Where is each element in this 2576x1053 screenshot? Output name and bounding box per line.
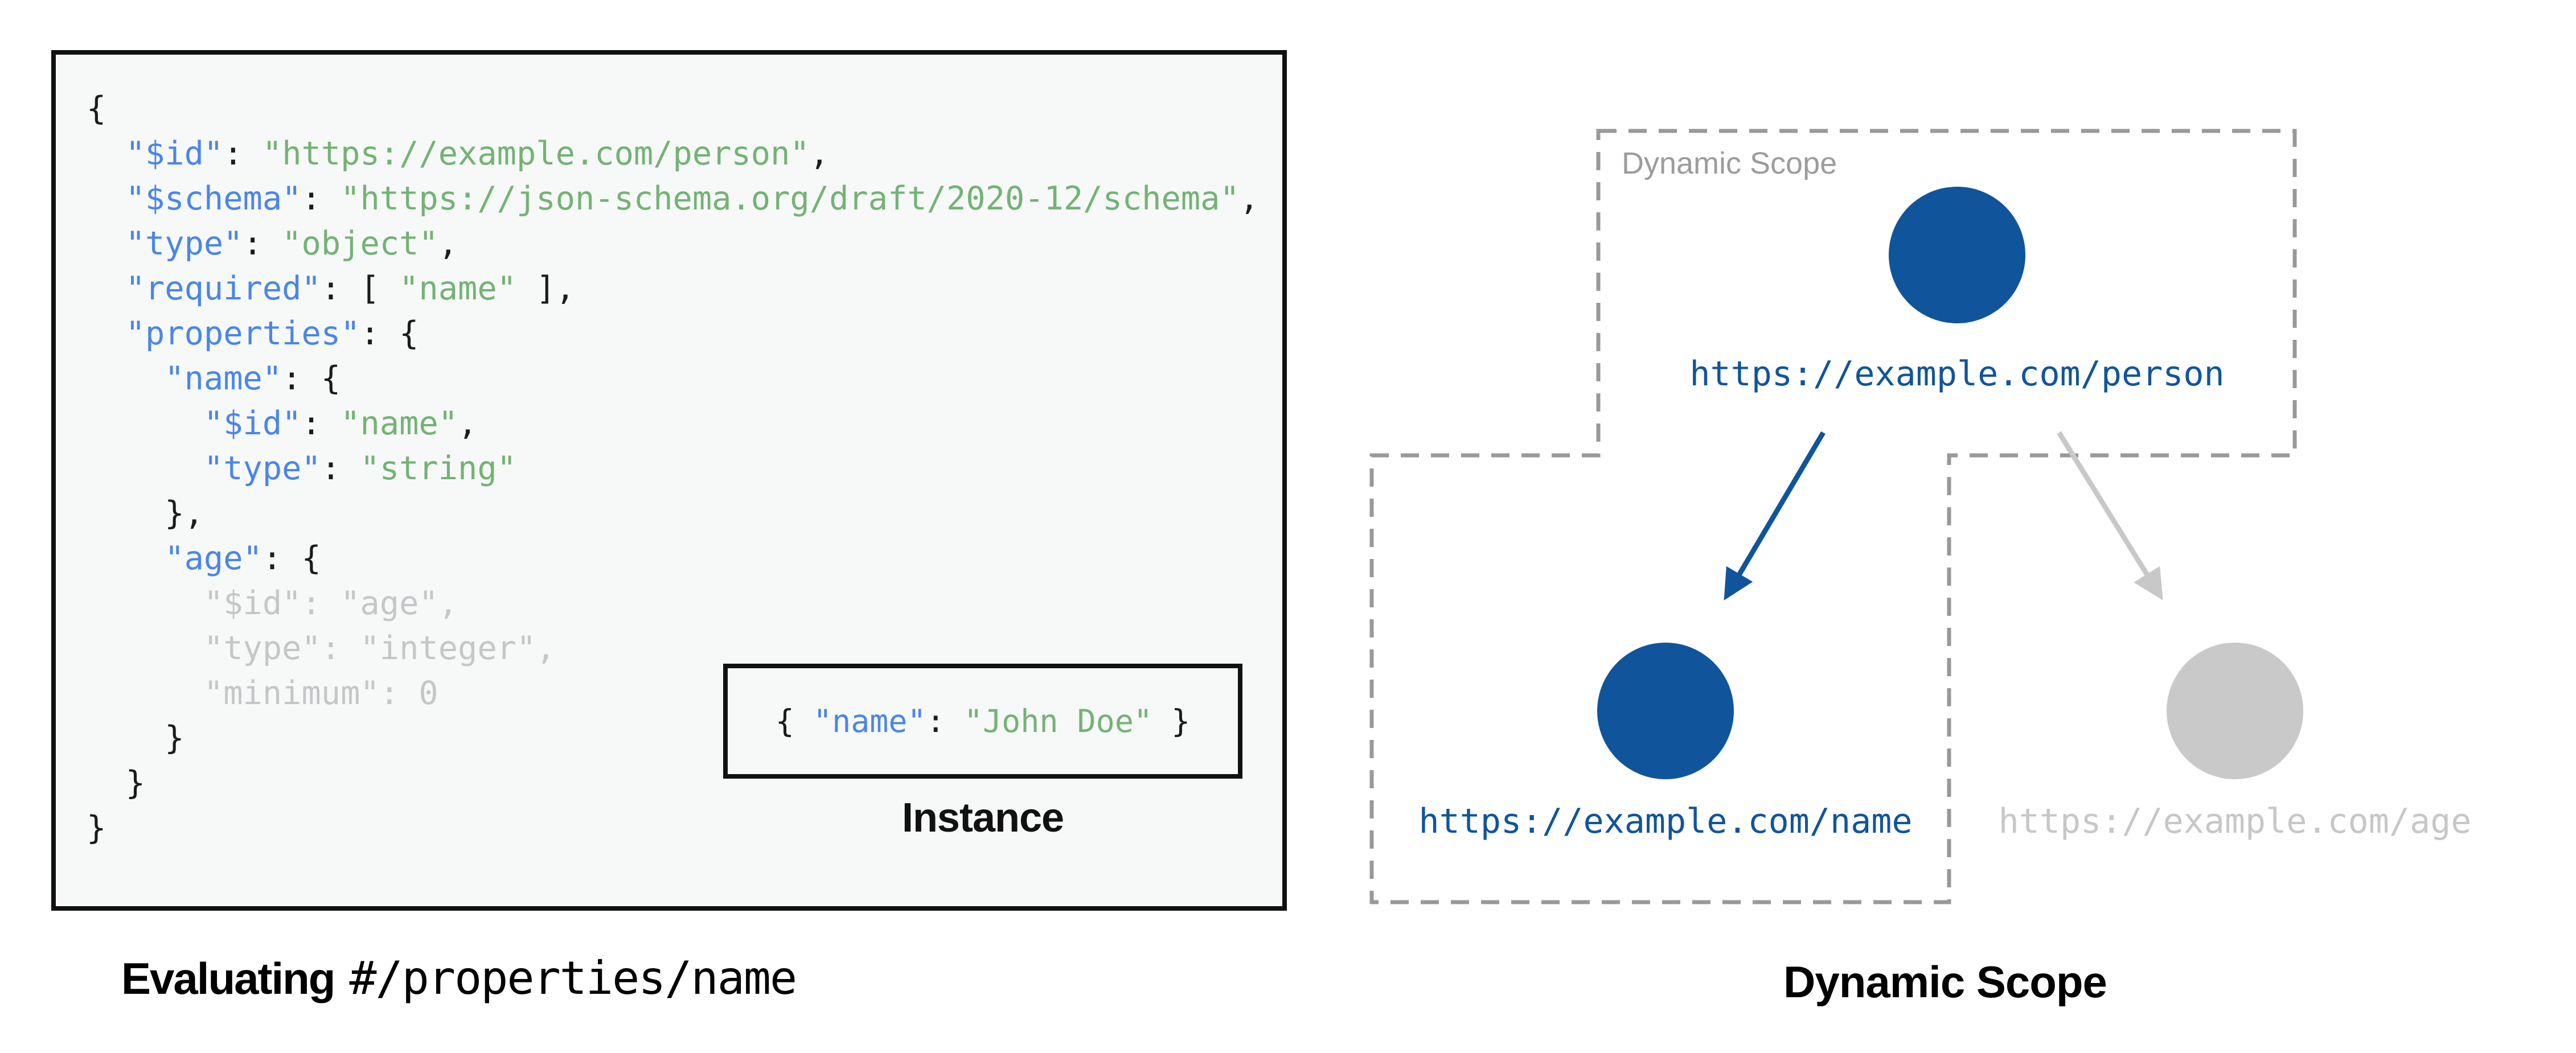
code-token: }: [1152, 703, 1191, 739]
code-token: "object": [282, 225, 438, 262]
code-token: : {: [360, 315, 419, 352]
code-token: "https://json-schema.org/draft/2020-12/s…: [341, 180, 1240, 217]
code-line: "$id": "name",: [87, 401, 1282, 446]
code-token: ,: [809, 135, 830, 172]
code-token: "properties": [125, 315, 360, 352]
code-token: "type": "integer",: [87, 630, 556, 667]
code-token: :: [301, 180, 341, 217]
instance-code: { "name": "John Doe" }: [776, 703, 1191, 739]
code-token: "$id": [125, 135, 224, 172]
code-token: "$id": "age",: [87, 585, 458, 622]
code-token: :: [223, 135, 262, 172]
age-url-label: https://example.com/age: [1998, 801, 2472, 841]
dynamic-scope-inner-label: Dynamic Scope: [1622, 146, 1837, 180]
arrow-person-to-age: [2057, 431, 2163, 600]
code-line: "required": [ "name" ],: [87, 266, 1282, 311]
code-token: "$schema": [125, 180, 302, 217]
code-token: "age": [165, 540, 262, 577]
code-token: "John Doe": [963, 703, 1153, 739]
code-line: },: [87, 491, 1282, 536]
code-line: "$schema": "https://json-schema.org/draf…: [87, 176, 1282, 221]
code-token: :: [321, 450, 360, 487]
code-token: }: [87, 809, 106, 847]
code-line: "minimum": 0: [87, 671, 1282, 716]
code-token: ],: [516, 270, 575, 307]
code-line: "properties": {: [87, 311, 1282, 356]
code-token: ,: [438, 225, 458, 262]
code-token: :: [301, 405, 341, 442]
code-token: : [: [321, 270, 400, 307]
instance-box: { "name": "John Doe" }: [723, 664, 1242, 779]
code-token: "name": [813, 703, 926, 739]
code-token: : {: [262, 540, 321, 577]
code-line: "name": {: [87, 356, 1282, 401]
code-token: "type": [203, 450, 321, 487]
code-token: : {: [282, 360, 341, 397]
arrow-person-to-name: [1724, 431, 1826, 600]
code-token: ,: [458, 405, 478, 442]
code-line: "$id": "https://example.com/person",: [87, 131, 1282, 176]
name-url-label: https://example.com/name: [1418, 801, 1913, 841]
code-token: "name": [165, 360, 282, 397]
person-url-label: https://example.com/person: [1689, 354, 2225, 394]
code-token: :: [243, 225, 282, 262]
code-token: }: [87, 719, 184, 757]
code-token: ,: [1239, 180, 1260, 217]
code-token: "required": [125, 270, 321, 307]
code-line: }: [87, 806, 1282, 851]
code-line: "type": "integer",: [87, 626, 1282, 671]
code-token: {: [87, 90, 106, 127]
node-age: [2167, 643, 2303, 779]
code-token: "https://example.com/person": [262, 135, 810, 172]
code-line: {: [87, 87, 1282, 131]
node-person: [1889, 187, 2025, 323]
code-token: "$id": [203, 405, 302, 442]
code-line: }: [87, 761, 1282, 806]
schema-code: { "$id": "https://example.com/person", "…: [56, 55, 1282, 851]
code-line: "age": {: [87, 536, 1282, 581]
code-line: }: [87, 716, 1282, 761]
caption-evaluating-word: Evaluating: [121, 953, 335, 1003]
code-line: "type": "object",: [87, 221, 1282, 266]
code-line: "type": "string": [87, 446, 1282, 491]
code-token: "name": [399, 270, 516, 307]
dynamic-scope-outline: [1369, 129, 2297, 904]
caption-evaluating-path: #/properties/name: [349, 952, 797, 1005]
code-line: "$id": "age",: [87, 581, 1282, 626]
instance-label: Instance: [901, 795, 1064, 841]
caption-dynamic-scope: Dynamic Scope: [1783, 957, 2107, 1007]
code-token: {: [775, 703, 813, 739]
code-token: "minimum": 0: [87, 674, 438, 712]
code-token: "name": [341, 405, 458, 442]
node-name: [1597, 643, 1734, 779]
code-token: }: [87, 764, 145, 802]
schema-code-panel: { "$id": "https://example.com/person", "…: [51, 50, 1287, 911]
code-token: "string": [360, 450, 516, 487]
code-token: },: [87, 495, 204, 532]
code-token: "type": [125, 225, 243, 262]
code-token: :: [926, 703, 964, 739]
caption-evaluating: Evaluating #/properties/name: [121, 952, 797, 1005]
